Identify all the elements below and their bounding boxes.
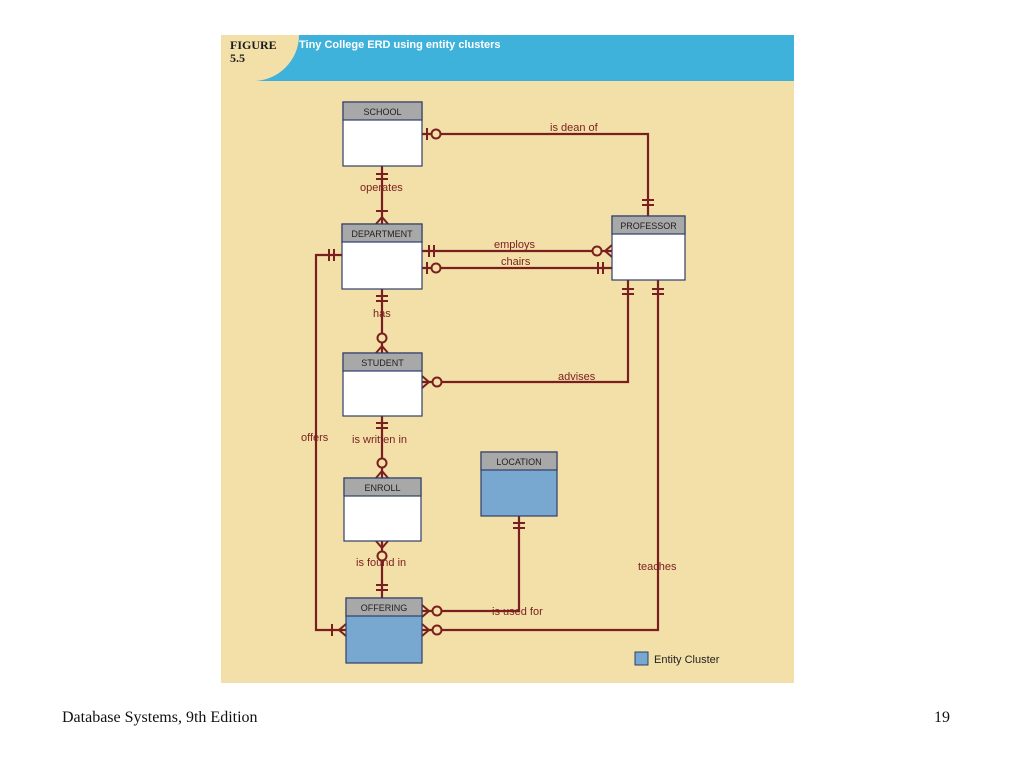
- connector-is-dean-of: [422, 132, 650, 216]
- entity-department: DEPARTMENT: [341, 223, 423, 290]
- entity-professor: PROFESSOR: [611, 215, 686, 281]
- entity-offering: OFFERING: [345, 597, 423, 664]
- label-has: has: [373, 308, 391, 320]
- footer-book-title: Database Systems, 9th Edition: [62, 709, 258, 726]
- entity-enroll: ENROLL: [343, 477, 422, 542]
- label-chairs: chairs: [501, 256, 531, 268]
- entity-student: STUDENT: [342, 352, 423, 417]
- legend-swatch: [634, 651, 649, 666]
- entity-school: SCHOOL: [342, 101, 423, 167]
- label-is-found-in: is found in: [356, 557, 406, 569]
- entity-location-name: LOCATION: [496, 457, 541, 467]
- label-employs: employs: [494, 239, 535, 251]
- connector-is-used-for: [422, 516, 521, 613]
- entity-professor-name: PROFESSOR: [620, 221, 677, 231]
- erd-diagram: SCHOOL PROFESSOR DEPARTMENT STUDENT LOCA…: [301, 101, 720, 666]
- figure-panel: FIGURE 5.5 Tiny College ERD using entity…: [221, 35, 794, 683]
- label-is-written-in: is written in: [352, 434, 407, 446]
- figure-title: Tiny College ERD using entity clusters: [299, 39, 501, 51]
- cardinality-symbols: [328, 128, 664, 637]
- connector-advises: [422, 280, 630, 384]
- legend: Entity Cluster: [634, 651, 720, 666]
- label-is-used-for: is used for: [492, 606, 543, 618]
- label-is-dean-of: is dean of: [550, 122, 599, 134]
- entity-department-name: DEPARTMENT: [351, 229, 413, 239]
- connector-teaches: [422, 280, 660, 632]
- entity-location: LOCATION: [480, 451, 558, 517]
- entity-enroll-name: ENROLL: [364, 483, 400, 493]
- entity-offering-name: OFFERING: [361, 603, 408, 613]
- label-teaches: teaches: [638, 561, 677, 573]
- figure-label: FIGURE: [230, 38, 277, 52]
- label-offers: offers: [301, 432, 329, 444]
- entity-school-name: SCHOOL: [363, 107, 401, 117]
- label-operates: operates: [360, 182, 403, 194]
- figure-number: 5.5: [230, 51, 245, 65]
- figure-header-bar: [221, 35, 794, 81]
- footer-page-number: 19: [934, 709, 950, 726]
- legend-label: Entity Cluster: [654, 654, 720, 666]
- label-advises: advises: [558, 371, 596, 383]
- entity-student-name: STUDENT: [361, 358, 404, 368]
